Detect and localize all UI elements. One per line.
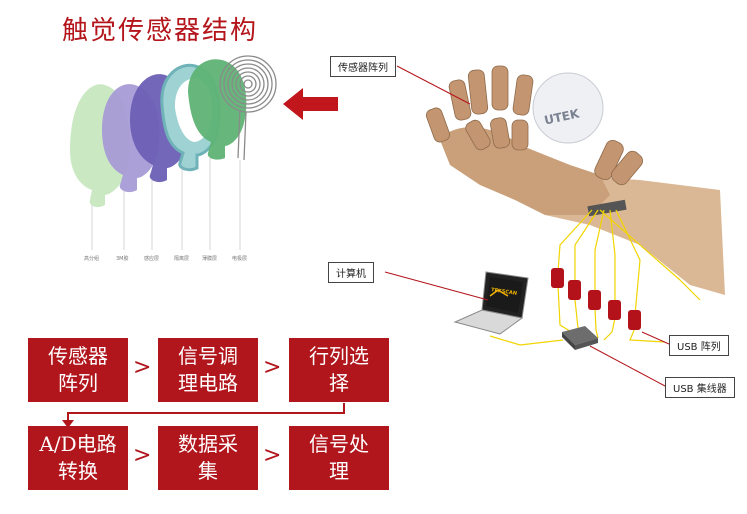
flow-box-signal-conditioning: 信号调理电路 (158, 338, 258, 402)
flow-box-data-acquisition: 数据采集 (158, 426, 258, 490)
layer-label-1: 高分组 (84, 256, 100, 262)
layer-label-6: 电极层 (232, 256, 248, 262)
flow-box-signal-processing: 信号处理 (289, 426, 389, 490)
robotic-hand-illustration (425, 65, 725, 295)
laptop-computer (453, 271, 529, 335)
red-left-arrow (283, 88, 338, 120)
flow-box-row-column-select: 行列选择 (289, 338, 389, 402)
flow-arrow-1: > (133, 355, 152, 380)
flow-box-ad-conversion: A/D电路转换 (28, 426, 128, 490)
flow-box-sensor-array: 传感器阵列 (28, 338, 128, 402)
diagram-title: 触觉传感器结构 (62, 16, 259, 46)
callout-computer: 计算机 (328, 262, 374, 283)
layer-label-3: 感应层 (144, 256, 160, 262)
flow-arrow-3: > (133, 443, 152, 468)
flow-arrow-4: > (263, 443, 282, 468)
usb-hub-device (562, 326, 598, 350)
layer-label-2: 3M胶 (116, 256, 129, 262)
layer-label-5: 薄膜层 (202, 256, 218, 262)
callout-usb-array: USB 阵列 (669, 335, 729, 356)
layer-label-4: 隔离层 (174, 256, 190, 262)
callout-usb-hub: USB 集线器 (665, 377, 735, 398)
callout-sensor-array: 传感器阵列 (330, 56, 396, 77)
sensor-layer-6 (219, 55, 277, 161)
flow-arrow-2: > (263, 355, 282, 380)
flow-return-line (67, 403, 345, 423)
sensor-wiring (489, 209, 701, 346)
grasped-ball (532, 72, 604, 144)
usb-array-devices (551, 268, 641, 330)
